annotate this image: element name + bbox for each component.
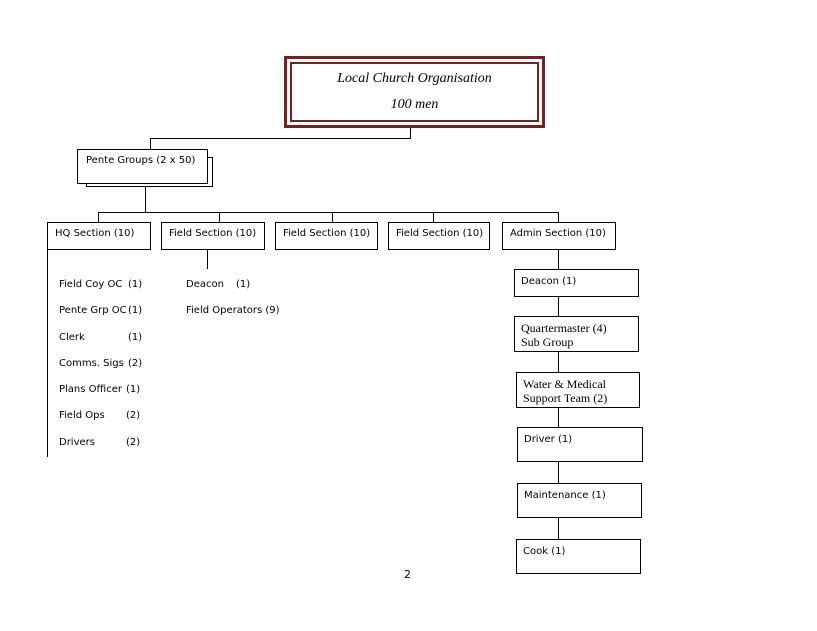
admin-driver-box: Driver (1) [517,427,643,462]
hq-role-count: (2) [126,410,141,421]
connector-admin-chain-3 [558,408,559,427]
field-role-name: Deacon [186,279,224,290]
connector-admin-chain-2 [558,352,559,372]
admin-water-medical-line-1: Water & Medical [523,377,606,391]
section-field-1: Field Section (10) [161,222,265,250]
admin-deacon-box: Deacon (1) [514,269,639,297]
section-hq-label: HQ Section (10) [55,228,135,239]
hq-role-name: Drivers [59,437,95,448]
hq-role-name: Plans Officer [59,384,122,395]
pente-groups-box: Pente Groups (2 x 50) [77,149,208,184]
connector-field-1-down [207,250,208,269]
hq-role-count: (1) [126,384,141,395]
admin-water-medical-line-2: Support Team (2) [523,391,608,405]
field-role-name: Field Operators (9) [186,305,280,316]
hq-role-name: Pente Grp OC [59,305,127,316]
admin-quartermaster-line-2: Sub Group [521,335,574,349]
section-admin: Admin Section (10) [502,222,616,250]
admin-deacon-label: Deacon (1) [521,276,577,287]
section-field-3: Field Section (10) [388,222,490,250]
section-field-2: Field Section (10) [275,222,378,250]
hq-role-count: (1) [128,305,143,316]
connector-admin-down [558,250,559,269]
admin-water-medical-box: Water & Medical Support Team (2) [516,372,640,408]
field-role-count: (1) [236,279,251,290]
connector-section-3 [332,212,333,222]
admin-maintenance-label: Maintenance (1) [524,490,606,501]
hq-role-count: (1) [128,332,143,343]
admin-driver-label: Driver (1) [524,434,573,445]
admin-maintenance-box: Maintenance (1) [517,483,642,518]
connector-admin-chain-5 [558,518,559,539]
hq-list-bracket [47,250,48,457]
hq-role-name: Clerk [59,332,85,343]
connector-title-horizontal [150,138,411,139]
hq-role-name: Field Coy OC [59,279,123,290]
hq-role-count: (2) [128,358,143,369]
hq-role-count: (1) [128,279,143,290]
connector-admin-chain-1 [558,297,559,316]
admin-quartermaster-box: Quartermaster (4) Sub Group [514,316,639,352]
connector-to-pente [150,138,151,149]
section-field-2-label: Field Section (10) [283,228,371,239]
title-line-2: 100 men [390,97,439,112]
pente-groups-label: Pente Groups (2 x 50) [86,155,196,166]
connector-sections-horizontal [98,212,559,213]
hq-role-count: (2) [126,437,141,448]
section-field-1-label: Field Section (10) [169,228,257,239]
hq-role-name: Field Ops [59,410,105,421]
connector-admin-chain-4 [558,462,559,483]
admin-quartermaster-line-1: Quartermaster (4) [521,321,607,335]
connector-section-4 [433,212,434,222]
title-box-inner-border [290,62,539,122]
admin-cook-label: Cook (1) [523,546,566,557]
connector-section-2 [219,212,220,222]
admin-cook-box: Cook (1) [516,539,641,574]
section-admin-label: Admin Section (10) [510,228,606,239]
section-field-3-label: Field Section (10) [396,228,484,239]
connector-pente-down [145,187,146,212]
connector-title-down [410,128,411,139]
title-line-1: Local Church Organisation [337,71,492,86]
section-hq: HQ Section (10) [47,222,151,250]
page-number: 2 [404,568,411,581]
connector-section-1 [98,212,99,222]
hq-role-name: Comms. Sigs [59,358,124,369]
title-box: Local Church Organisation 100 men [284,56,545,128]
connector-section-5 [558,212,559,222]
